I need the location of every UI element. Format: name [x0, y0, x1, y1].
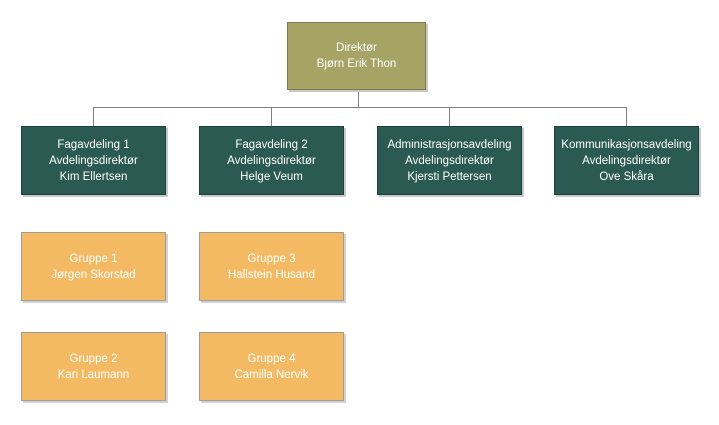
- org-node-direktor: Direktør Bjørn Erik Thon: [287, 22, 426, 90]
- node-title: Kommunikasjonsavdeling: [561, 138, 692, 151]
- node-person: Bjørn Erik Thon: [316, 58, 397, 70]
- node-title: Administrasjonsavdeling: [387, 138, 512, 151]
- org-node-gruppe-1: Gruppe 1 Jørgen Skorstad: [21, 232, 166, 301]
- node-person: Camilla Nervik: [234, 368, 309, 381]
- connector-stub-dept3: [449, 107, 450, 126]
- node-role: Avdelingsdirektør: [227, 154, 316, 167]
- node-title: Gruppe 2: [69, 352, 118, 365]
- node-title: Gruppe 1: [69, 252, 118, 265]
- org-node-administrasjonsavdeling: Administrasjonsavdeling Avdelingsdirektø…: [377, 126, 522, 195]
- connector-stub-dept1: [93, 107, 94, 126]
- node-person: Kjersti Pettersen: [407, 170, 492, 183]
- org-node-fagavdeling-1: Fagavdeling 1 Avdelingsdirektør Kim Elle…: [21, 126, 166, 195]
- node-role: Avdelingsdirektør: [49, 154, 138, 167]
- node-title: Fagavdeling 1: [57, 138, 130, 151]
- connector-stub-dept4: [626, 107, 627, 126]
- connector-horizontal-rail: [93, 107, 627, 108]
- connector-root-drop: [358, 90, 359, 107]
- node-person: Kim Ellertsen: [59, 170, 128, 183]
- node-title: Fagavdeling 2: [235, 138, 308, 151]
- node-title: Gruppe 4: [247, 352, 296, 365]
- org-node-gruppe-3: Gruppe 3 Hallstein Husand: [199, 232, 344, 301]
- node-role: Avdelingsdirektør: [405, 154, 494, 167]
- node-role: Avdelingsdirektør: [582, 154, 671, 167]
- node-person: Kari Laumann: [57, 368, 130, 381]
- node-title: Gruppe 3: [247, 252, 296, 265]
- node-person: Helge Veum: [240, 170, 303, 183]
- node-title: Direktør: [336, 42, 377, 54]
- node-person: Jørgen Skorstad: [51, 268, 136, 281]
- org-node-fagavdeling-2: Fagavdeling 2 Avdelingsdirektør Helge Ve…: [199, 126, 344, 195]
- org-node-gruppe-4: Gruppe 4 Camilla Nervik: [199, 332, 344, 401]
- connector-stub-dept2: [271, 107, 272, 126]
- org-node-gruppe-2: Gruppe 2 Kari Laumann: [21, 332, 166, 401]
- node-person: Hallstein Husand: [228, 268, 315, 281]
- org-node-kommunikasjonsavdeling: Kommunikasjonsavdeling Avdelingsdirektør…: [554, 126, 699, 195]
- node-person: Ove Skåra: [599, 170, 654, 183]
